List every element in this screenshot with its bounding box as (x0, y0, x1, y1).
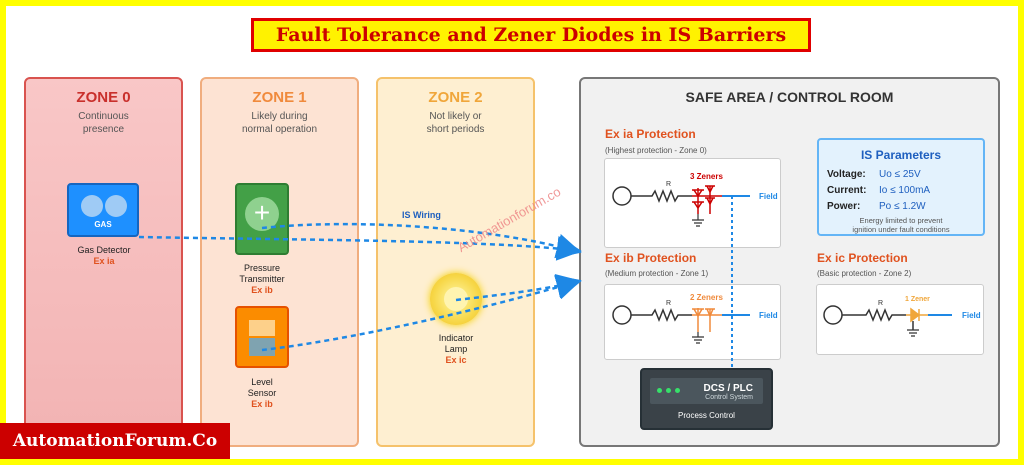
level-sensor-name: Sensor (247, 388, 277, 398)
ex-ic-circuit (823, 305, 906, 325)
zone-0-panel: ZONE 0 Continuous presence (24, 77, 183, 447)
dcs-subtitle: Control System (705, 394, 753, 401)
ex-ic-zeners-label: 1 Zener (905, 296, 930, 303)
dcs-label: Process Control (678, 411, 735, 420)
ex-ib-circuit (612, 305, 692, 325)
is-param-key: Power: (827, 201, 861, 212)
pressure-transmitter-name: Transmitter (239, 274, 285, 284)
ground-icon (692, 332, 704, 344)
is-param-key: Current: (827, 185, 867, 196)
zone-2-panel: ZONE 2 Not likely or short periods (376, 77, 535, 447)
is-wiring-label: IS Wiring (402, 210, 441, 220)
dcs-plc-box: DCS / PLC Control System Process Control (640, 368, 773, 430)
indicator-lamp-label: Indicator Lamp Ex ic (416, 333, 496, 366)
ex-ib-subtitle: (Medium protection - Zone 1) (605, 269, 709, 278)
status-led-icon (675, 388, 680, 393)
is-wire-pressure (261, 222, 582, 259)
ex-ia-subtitle: (Highest protection - Zone 0) (605, 146, 707, 155)
pressure-transmitter-name: Pressure (243, 263, 280, 273)
zone-2-title: ZONE 2 (428, 89, 483, 106)
indicator-lamp-code: Ex ic (445, 355, 467, 365)
is-param-key: Voltage: (827, 169, 866, 180)
ex-ib-field-label: Field (759, 311, 778, 320)
ex-ib-title: Ex ib Protection (605, 251, 697, 265)
ex-ib-resistor-label: R (666, 300, 671, 307)
gas-detector-name: Gas Detector (77, 245, 131, 255)
gas-bubble-icon (105, 195, 127, 217)
ex-ia-resistor-label: R (666, 181, 671, 188)
zone-2-desc: Not likely or short periods (378, 110, 533, 136)
ex-ia-circuit (612, 186, 692, 206)
footer-brand: AutomationForum.Co (0, 423, 230, 459)
ex-ic-zener (906, 307, 928, 330)
ex-ia-title: Ex ia Protection (605, 127, 696, 141)
ex-ic-subtitle: (Basic protection - Zone 2) (817, 269, 912, 278)
zone-2-desc-line: Not likely or (429, 111, 482, 122)
dcs-screen: DCS / PLC Control System (650, 378, 763, 404)
status-led-icon (666, 388, 671, 393)
zone-1-panel: ZONE 1 Likely during normal operation (200, 77, 359, 447)
ex-ic-resistor-label: R (878, 300, 883, 307)
zone-1-desc-line: Likely during (251, 111, 308, 122)
zone-1-title: ZONE 1 (252, 89, 307, 106)
is-note-line: Energy limited to prevent (859, 216, 943, 225)
pressure-transmitter-code: Ex ib (251, 285, 273, 295)
dcs-name: DCS / PLC (703, 383, 753, 394)
indicator-lamp-name: Indicator (438, 333, 474, 343)
is-param-value: Io ≤ 100mA (879, 185, 931, 196)
ground-icon (907, 329, 919, 337)
level-top-block (249, 320, 275, 336)
ex-ic-field-label: Field (962, 311, 981, 320)
is-wire-gas (138, 235, 582, 261)
ex-ic-title: Ex ic Protection (817, 251, 908, 265)
plus-icon: + (245, 197, 279, 231)
is-param-value: Po ≤ 1.2W (879, 201, 926, 212)
gas-bubble-icon (81, 195, 103, 217)
ex-ib-circuit-box (604, 284, 781, 360)
gas-detector-icon: GAS (67, 183, 139, 237)
ex-ib-zeners (692, 308, 722, 332)
gas-detector-label: Gas Detector Ex ia (60, 245, 148, 267)
zone-0-desc: Continuous presence (26, 110, 181, 136)
level-sensor-label: Level Sensor Ex ib (222, 377, 302, 410)
safe-area-title: SAFE AREA / CONTROL ROOM (685, 89, 894, 105)
status-led-icon (657, 388, 662, 393)
is-param-value: Uo ≤ 25V (879, 169, 921, 180)
zone-2-desc-line: short periods (426, 124, 485, 135)
is-parameters-title: IS Parameters (860, 148, 942, 162)
zone-0-title: ZONE 0 (76, 89, 131, 106)
pressure-transmitter-icon: + (235, 183, 289, 255)
pressure-transmitter-label: Pressure Transmitter Ex ib (222, 263, 302, 296)
ex-ia-circuit-box (604, 158, 781, 248)
indicator-lamp-name: Lamp (444, 344, 468, 354)
level-sensor-code: Ex ib (251, 399, 273, 409)
is-wire-level (261, 275, 582, 352)
ground-icon (692, 214, 704, 227)
gas-icon-text: GAS (94, 220, 112, 229)
zone-1-desc: Likely during normal operation (202, 110, 357, 136)
level-sensor-name: Level (251, 377, 273, 387)
gas-detector-code: Ex ia (93, 256, 115, 266)
zone-0-desc-line: presence (82, 124, 125, 135)
level-bottom-block (249, 338, 275, 356)
page-title: Fault Tolerance and Zener Diodes in IS B… (251, 18, 811, 52)
zone-1-desc-line: normal operation (241, 124, 318, 135)
ex-ia-zeners-label: 3 Zeners (690, 172, 723, 181)
ex-ia-field-label: Field (759, 192, 778, 201)
is-parameters-box: IS Parameters Voltage: Uo ≤ 25V Current:… (817, 138, 985, 236)
is-parameters-note: Energy limited to prevent ignition under… (819, 216, 983, 234)
is-wire-lamp (455, 273, 582, 302)
zone-0-desc-line: Continuous (78, 111, 129, 122)
is-note-line: ignition under fault conditions (852, 225, 950, 234)
ex-ib-zeners-label: 2 Zeners (690, 293, 723, 302)
level-sensor-icon (235, 306, 289, 368)
ex-ia-zeners (692, 185, 722, 214)
ex-ic-circuit-box (816, 284, 984, 355)
